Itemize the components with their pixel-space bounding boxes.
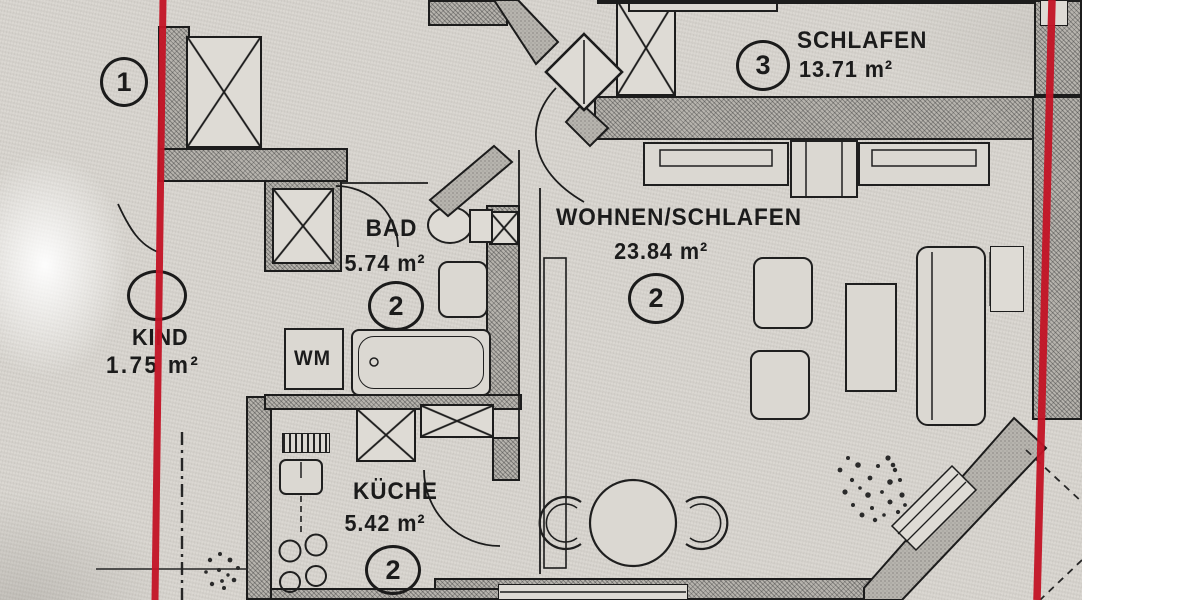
bathtub-inner — [358, 336, 484, 389]
toilet-tank — [469, 209, 493, 243]
entrance-diamond — [544, 32, 624, 112]
room-area-kueche: 5.42 m² — [344, 510, 426, 536]
wall-segment-kind-divider — [246, 396, 272, 600]
bathtub-drain — [369, 357, 379, 367]
wall-segment — [428, 0, 508, 26]
room-number-wohnen: 2 — [628, 273, 684, 324]
plan-linework — [96, 0, 1082, 600]
shaft-xbox-tall — [616, 0, 676, 96]
bay-window — [890, 464, 978, 552]
reference-lines — [96, 432, 1082, 600]
stove-burners — [278, 496, 328, 593]
wall-segment — [248, 588, 500, 600]
room-area-kind: 1.75 m² — [106, 352, 201, 379]
red-marker-lines — [151, 0, 1056, 600]
washing-machine-label: WM — [294, 347, 332, 370]
furniture-details — [300, 142, 977, 478]
washing-machine-box: WM — [284, 328, 344, 390]
bath-sink — [438, 261, 488, 318]
door-arcs — [117, 87, 585, 547]
wall-segment — [158, 148, 348, 182]
red-line-right — [1033, 0, 1056, 600]
chair-left — [538, 495, 582, 551]
unit-number-circle: 1 — [100, 57, 148, 107]
red-line-left — [151, 0, 167, 600]
kitchen-door-arc — [423, 469, 501, 547]
dining-table — [588, 478, 678, 568]
room-name-schlafen: SCHLAFEN — [797, 27, 928, 54]
couch — [916, 246, 986, 426]
armchair-1 — [753, 257, 813, 329]
radiator-right-wall — [990, 246, 1024, 312]
kind-door-arc — [117, 203, 159, 253]
room-area-bad: 5.74 m² — [344, 250, 426, 276]
unit-number: 1 — [116, 66, 132, 97]
dining-set — [538, 478, 729, 568]
bathtub — [351, 329, 491, 396]
room-number-kueche: 2 — [365, 545, 421, 595]
bad-door-arc — [335, 185, 399, 248]
room-number-bad: 2 — [368, 281, 424, 331]
photo-paper: WM — [0, 0, 1082, 600]
room-number-schlafen: 3 — [736, 40, 790, 91]
entrance-door-arc — [535, 87, 585, 203]
room-name-kueche: KÜCHE — [353, 478, 438, 505]
shaft-xbox — [272, 188, 334, 264]
wall-segment-schlafen-bottom — [594, 96, 1040, 140]
room-name-bad: BAD — [365, 215, 418, 242]
shaft-xbox-kitchen-wide — [420, 404, 494, 438]
room-area-wohnen: 23.84 m² — [614, 238, 709, 264]
shaft-xbox — [186, 36, 262, 148]
shaft-xbox-kitchen — [356, 408, 416, 462]
diagonal-walls — [428, 0, 1048, 600]
room-area-schlafen: 13.71 m² — [799, 56, 894, 82]
side-table — [845, 283, 897, 392]
chair-right — [685, 495, 729, 551]
armchair-2 — [750, 350, 810, 420]
kitchen-radiator — [282, 433, 330, 453]
armchair-top — [790, 140, 858, 198]
plant-small — [204, 552, 240, 590]
plant-large — [837, 455, 907, 523]
partition-lines — [340, 0, 1034, 593]
room-name-wohnen: WOHNEN/SCHLAFEN — [556, 204, 802, 231]
wall-segment — [492, 437, 520, 481]
